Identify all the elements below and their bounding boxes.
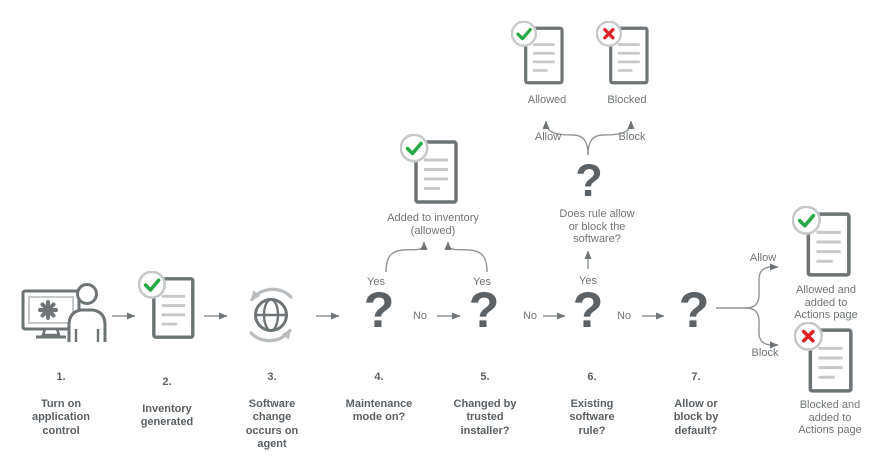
step4-number: 4. — [374, 370, 384, 383]
step5-no-label: No — [522, 310, 538, 322]
step4-text: Maintenance mode on? — [345, 397, 413, 424]
step5-text: Changed by trusted installer? — [453, 397, 517, 437]
step1-number: 1. — [56, 370, 66, 383]
allowed-doc-check-icon — [511, 21, 564, 90]
curve-step4-yes — [385, 241, 428, 273]
step5-question-mark: ? — [468, 282, 500, 338]
step5-label: 5. Changed by trusted installer? — [440, 357, 530, 452]
default-allow-label: Allow — [749, 252, 777, 264]
software-change-sync-icon — [249, 287, 293, 343]
step5-number: 5. — [480, 370, 490, 383]
application-control-icon — [21, 283, 107, 342]
step2-text: Inventory generated — [140, 402, 194, 429]
step7-question-mark: ? — [678, 282, 710, 338]
globe-icon — [254, 298, 288, 332]
step1-text: Turn on application control — [31, 397, 91, 437]
step7-text: Allow or block by default? — [673, 397, 719, 437]
step6-label: 6. Existing software rule? — [547, 357, 637, 452]
step3-number: 3. — [267, 370, 277, 383]
step5-yes-label: Yes — [473, 276, 491, 288]
inventory-doc-check-icon — [138, 271, 195, 345]
step6-number: 6. — [587, 370, 597, 383]
added-to-inventory-label: Added to inventory (allowed) — [387, 212, 479, 237]
person-body-icon — [67, 308, 107, 342]
fork-default-allow — [745, 263, 779, 309]
step2-label: 2. Inventory generated — [122, 362, 212, 443]
step1-label: 1. Turn on application control — [16, 357, 106, 452]
step6-text: Existing software rule? — [569, 397, 615, 437]
rule-allow-label: Allow — [534, 131, 562, 143]
curve-step5-yes — [444, 241, 488, 273]
added-inventory-doc-check-icon — [400, 134, 458, 210]
allowed-actions-label: Allowed and added to Actions page — [794, 284, 858, 321]
step7-label: 7. Allow or block by default? — [651, 357, 741, 452]
step4-yes-label: Yes — [367, 276, 385, 288]
fork-rule-block — [587, 120, 635, 156]
rule-question-mark: ? — [575, 155, 603, 206]
default-block-label: Block — [751, 347, 779, 359]
rule-block-label: Block — [618, 131, 646, 143]
step4-label: 4. Maintenance mode on? — [334, 357, 424, 438]
step2-number: 2. — [162, 375, 172, 388]
step6-yes-label: Yes — [579, 275, 597, 287]
allowed-actions-doc-check-icon — [792, 206, 851, 283]
fork-default-block — [745, 307, 779, 349]
allowed-label: Allowed — [527, 94, 567, 106]
asterisk-icon — [38, 300, 58, 320]
blocked-actions-doc-x-icon — [794, 322, 853, 399]
step6-no-label: No — [616, 310, 632, 322]
blocked-label: Blocked — [607, 94, 647, 106]
blocked-actions-label: Blocked and added to Actions page — [798, 399, 862, 436]
blocked-doc-x-icon — [596, 21, 649, 90]
person-head-icon — [76, 283, 98, 305]
does-rule-question-label: Does rule allow or block the software? — [559, 208, 635, 245]
step4-question-mark: ? — [363, 282, 395, 338]
step6-question-mark: ? — [572, 282, 604, 338]
step7-number: 7. — [691, 370, 701, 383]
step4-no-label: No — [412, 310, 428, 322]
fork-rule-allow — [542, 120, 589, 156]
step3-text: Software change occurs on agent — [245, 397, 299, 451]
step3-label: 3. Software change occurs on agent — [227, 357, 317, 465]
